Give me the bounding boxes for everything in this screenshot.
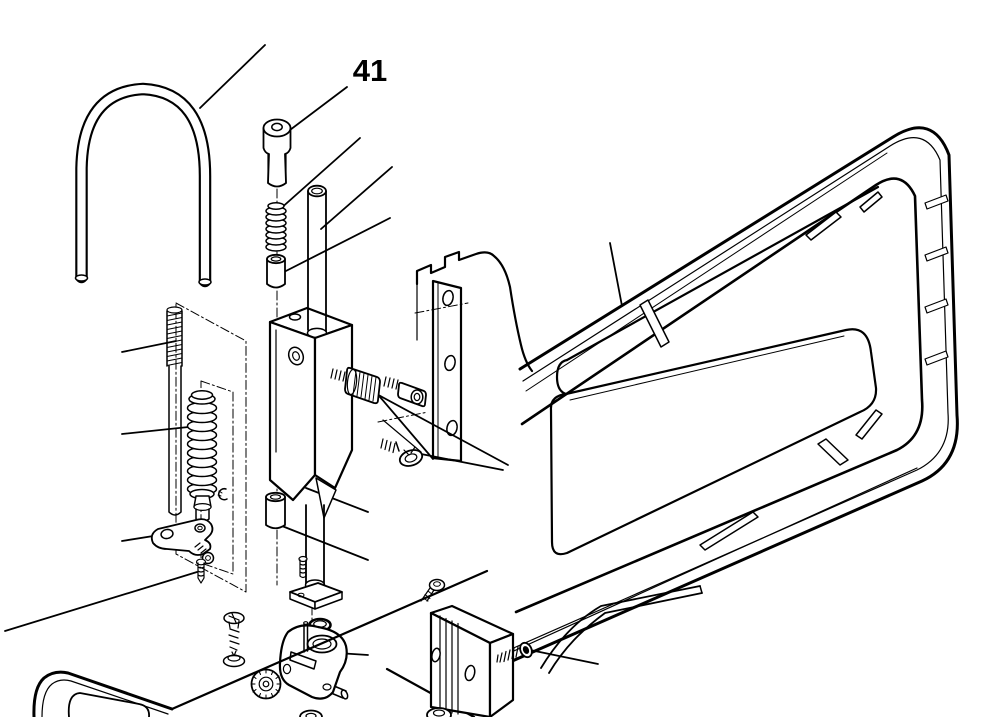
foot-set-screw bbox=[299, 557, 307, 578]
end-block-screw bbox=[421, 580, 445, 602]
threaded-rod bbox=[167, 307, 182, 515]
small-compression-spring bbox=[266, 203, 286, 251]
rod-foot-plate bbox=[290, 583, 342, 609]
socket-head-cap-screw bbox=[384, 377, 426, 406]
callout-41-label: 41 bbox=[353, 53, 387, 88]
slide-block-body bbox=[270, 314, 352, 518]
frame-window-screw bbox=[497, 641, 534, 662]
thumb-knob bbox=[331, 368, 380, 403]
guide-rod-lower bbox=[306, 505, 325, 590]
grub-screw bbox=[197, 559, 206, 583]
retaining-clip bbox=[218, 489, 227, 500]
bow-handle bbox=[76, 89, 212, 285]
rod-clamp-bracket bbox=[152, 519, 213, 555]
bellows-spring bbox=[188, 391, 217, 495]
spacer-sleeve-upper bbox=[267, 255, 285, 288]
screw-with-lock-washer bbox=[381, 439, 424, 469]
knurled-wheel bbox=[252, 670, 281, 699]
spacer-sleeve-lower bbox=[266, 493, 285, 528]
tapping-screw-with-flange-washer bbox=[224, 613, 245, 667]
saw-bow-frame bbox=[505, 128, 957, 673]
frame-mount-plate bbox=[380, 252, 532, 461]
frame-end-block bbox=[431, 606, 513, 717]
bottom-edge-cutoff-parts bbox=[300, 708, 451, 717]
spring-washer-ferrule bbox=[190, 490, 214, 522]
shoulder-pin bbox=[264, 120, 291, 187]
